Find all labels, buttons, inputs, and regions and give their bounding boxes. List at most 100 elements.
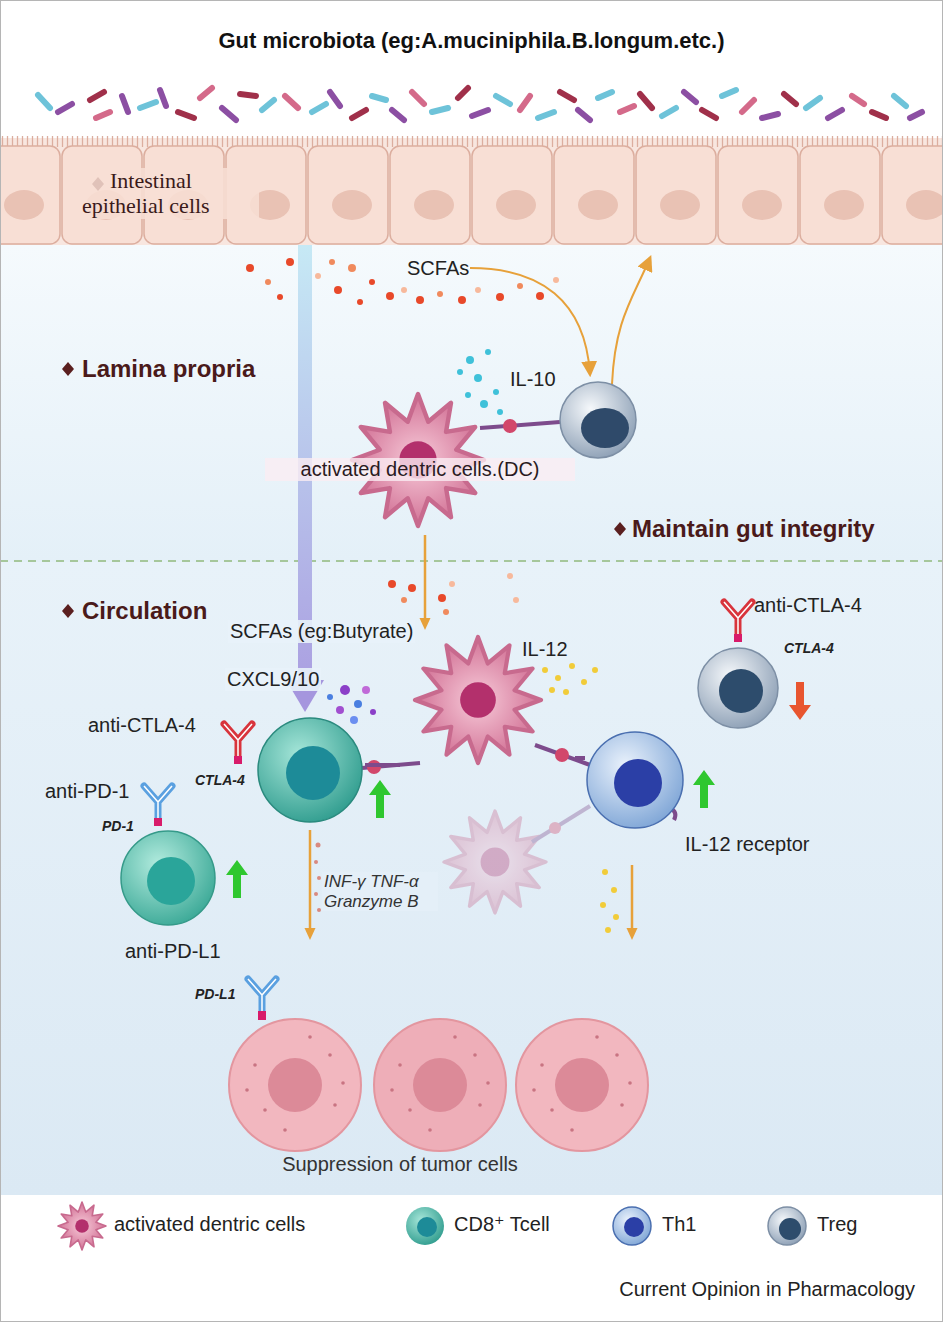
line-element <box>240 94 256 96</box>
circle-element <box>458 296 466 304</box>
il10-dots <box>457 349 503 415</box>
cxcl-dots <box>327 685 376 724</box>
rect-element <box>308 146 388 244</box>
legend-text: activated dentric cells <box>112 1213 307 1236</box>
line-element <box>662 108 676 116</box>
circle-element <box>314 892 318 896</box>
tumor-granule <box>333 1103 337 1107</box>
circle-element <box>581 679 587 685</box>
pd1-t-cell: anti-PD-1PD-1 <box>40 778 230 928</box>
line-element <box>496 96 510 104</box>
cell-body <box>698 648 778 728</box>
epithelium <box>0 146 943 244</box>
tumor-granule <box>283 1128 287 1132</box>
line-element <box>702 110 716 118</box>
node-text: anti-PD-L1 <box>123 940 223 963</box>
line-element <box>538 112 554 118</box>
cell-nucleus <box>286 746 340 800</box>
circle-element <box>555 675 561 681</box>
scfa-dots <box>246 258 559 615</box>
legend-icon <box>613 1207 651 1245</box>
line-element <box>784 94 796 104</box>
diagram-title: Gut microbiota (eg:A.muciniphila.B.longu… <box>0 28 943 53</box>
circle-element <box>466 356 474 364</box>
tumor-cells-shape <box>120 940 684 1180</box>
line-element <box>620 106 634 112</box>
legend-text: Treg <box>815 1213 859 1236</box>
tumor-granule <box>473 1053 477 1057</box>
ellipse-element <box>824 190 864 220</box>
tumor-granule <box>408 1108 412 1112</box>
rect-element <box>636 146 716 244</box>
line-element <box>178 112 194 118</box>
tumor-granule <box>486 1081 490 1085</box>
ellipse-element <box>906 190 943 220</box>
line-element <box>392 110 404 120</box>
annotation-label: CXCL9/10 <box>225 668 321 691</box>
line-element <box>432 108 448 112</box>
line-element <box>762 114 778 118</box>
treg-nucleus <box>581 408 629 448</box>
circle-element <box>354 700 362 708</box>
circle-element <box>277 294 283 300</box>
legend-icon <box>779 1218 801 1240</box>
use-element <box>444 811 546 913</box>
line-element <box>90 92 104 100</box>
tumor-granule <box>540 1063 544 1067</box>
circle-element <box>553 277 559 283</box>
line-element <box>560 92 574 100</box>
legend-icon <box>768 1207 806 1245</box>
line-element <box>285 96 298 108</box>
line-element <box>852 96 864 104</box>
lamina-propria-region: Lamina propriaMaintain gut integrityacti… <box>0 245 943 561</box>
circle-element <box>386 292 394 300</box>
rect-element <box>0 146 60 244</box>
line-element <box>372 96 386 100</box>
circle-element <box>569 663 575 669</box>
cd8-t-cell: anti-CTLA-4CTLA-4 <box>85 712 365 830</box>
circle-element <box>542 667 548 673</box>
connector-line <box>424 535 427 620</box>
receptor-knob <box>503 419 517 433</box>
node-text: IL-12 receptor <box>683 833 812 856</box>
circle-element <box>443 609 449 615</box>
circle-element <box>327 694 333 700</box>
arrow-head <box>305 928 316 940</box>
cytotoxic-arrow <box>305 830 316 940</box>
line-element <box>96 112 110 118</box>
line-element <box>160 90 166 106</box>
line-element <box>578 110 590 120</box>
circle-element <box>334 286 342 294</box>
circle-element <box>563 689 569 695</box>
tumor-granule <box>245 1088 249 1092</box>
circle-element <box>408 584 416 592</box>
circle-element <box>474 374 482 382</box>
connector-line <box>309 830 312 930</box>
line-element <box>222 108 236 120</box>
circle-element <box>314 860 318 864</box>
circle-element <box>611 887 617 893</box>
line-element <box>640 94 652 108</box>
tumor-nucleus <box>555 1058 609 1112</box>
circle-element <box>437 291 443 297</box>
node-text: CTLA-4 <box>193 772 247 788</box>
legend-icon <box>624 1217 644 1237</box>
legend-icon <box>406 1207 444 1245</box>
cell-nucleus <box>147 857 195 905</box>
migration-arrow <box>420 535 431 630</box>
tumor-granule <box>453 1035 457 1039</box>
circle-element <box>549 687 555 693</box>
tumor-granule <box>253 1063 257 1067</box>
tumor-granule <box>428 1128 432 1132</box>
line-element <box>122 96 128 112</box>
line-element <box>828 110 842 118</box>
node-text: CTLA-4 <box>782 640 836 656</box>
bullet <box>62 362 74 376</box>
tumor-granule <box>628 1081 632 1085</box>
rect-element <box>800 146 880 244</box>
circulation-region: CirculationIL-12anti-CTLA-4CTLA-4anti-PD… <box>0 562 943 1195</box>
circle-element <box>401 597 407 603</box>
